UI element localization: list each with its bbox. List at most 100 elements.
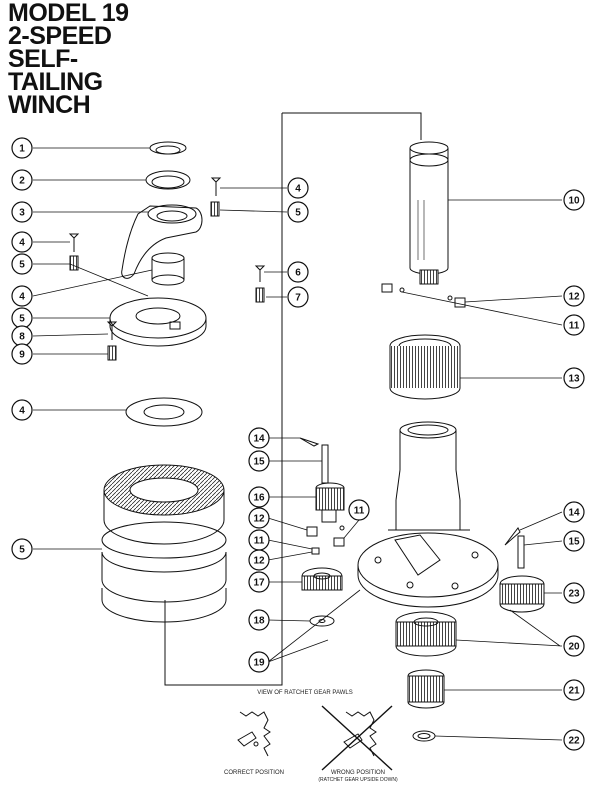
callout-layer: 1234545674589451012111314151611121112171… (11, 137, 585, 751)
callout-number: 17 (253, 578, 265, 589)
callout-number: 7 (295, 293, 301, 304)
callout-circle (563, 679, 585, 701)
callout-number: 9 (19, 350, 25, 361)
part-5-spring-c (255, 287, 265, 303)
callout-number: 4 (19, 238, 25, 249)
part-5-spring-a (210, 201, 220, 217)
part-8-washer (125, 397, 203, 427)
callout-number: 13 (568, 374, 580, 385)
callout-number: 5 (19, 260, 25, 271)
callout-number: 11 (569, 321, 580, 332)
part-14-pin-right (504, 527, 521, 546)
title-line-2: 2-SPEED (8, 22, 112, 50)
part-21-gear (407, 669, 445, 709)
callout-number: 5 (19, 545, 25, 556)
title-line-3: SELF- (8, 45, 78, 73)
callout-number: 12 (568, 292, 580, 303)
callout-5: 5 (11, 538, 33, 560)
callout-18: 18 (248, 609, 270, 631)
part-12-pawl-mid (306, 526, 320, 555)
callout-circle (11, 253, 33, 275)
ratchet-caption-title: VIEW OF RATCHET GEAR PAWLS (257, 690, 353, 696)
callout-number: 6 (295, 268, 301, 279)
callout-circle (287, 201, 309, 223)
callout-number: 4 (19, 406, 25, 417)
callout-5: 5 (287, 201, 309, 223)
part-15-shaft-mid (321, 444, 329, 484)
callout-circle (248, 571, 270, 593)
callout-circle (11, 169, 33, 191)
part-10-main-shaft (409, 141, 449, 285)
callout-4: 4 (287, 177, 309, 199)
part-22-ring (412, 730, 436, 742)
callout-circle (563, 582, 585, 604)
callout-number: 14 (568, 508, 580, 519)
ratchet-view-wrong (321, 705, 393, 771)
callout-circle (248, 507, 270, 529)
callout-14: 14 (563, 501, 585, 523)
callout-circle (11, 201, 33, 223)
part-3-stripper-arm (121, 204, 203, 279)
callout-17: 17 (248, 571, 270, 593)
callout-number: 14 (253, 434, 265, 445)
callout-7: 7 (287, 286, 309, 308)
callout-9: 9 (11, 343, 33, 365)
part-11-pawl-spring-upper (399, 287, 453, 301)
callout-circle (248, 450, 270, 472)
callout-circle (287, 261, 309, 283)
callout-number: 21 (568, 686, 580, 697)
part-5-spring-b (69, 255, 79, 271)
callout-circle (563, 367, 585, 389)
part-18-washer (309, 615, 335, 627)
diagram-title: MODEL 19 2-SPEED SELF- TAILING WINCH (8, 1, 129, 119)
callout-12: 12 (563, 285, 585, 307)
callout-11: 11 (248, 529, 270, 551)
callout-circle (248, 427, 270, 449)
part-7-tailing-plate (109, 297, 207, 347)
callout-22: 22 (563, 729, 585, 751)
callout-number: 11 (254, 536, 265, 547)
callout-circle (348, 499, 370, 521)
callout-circle (287, 286, 309, 308)
ratchet-caption-wrong: WRONG POSITION (331, 770, 385, 776)
part-4-screw-b (68, 233, 80, 252)
callout-circle (563, 189, 585, 211)
callout-number: 1 (19, 144, 25, 155)
part-14-pin-mid (299, 437, 320, 447)
callout-circle (563, 314, 585, 336)
callout-circle (563, 501, 585, 523)
title-line-4: TAILING (8, 68, 103, 96)
part-base-stem (388, 421, 470, 531)
part-4-screw-a (210, 177, 222, 196)
part-4-screw-d (106, 321, 118, 340)
callout-number: 22 (568, 736, 580, 747)
callout-3: 3 (11, 201, 33, 223)
callout-20: 20 (563, 635, 585, 657)
part-1-retaining-ring (149, 141, 187, 155)
title-line-5: WINCH (8, 91, 91, 119)
callout-number: 16 (253, 493, 265, 504)
part-19-base (357, 532, 499, 608)
callout-number: 20 (568, 642, 580, 653)
callout-circle (248, 609, 270, 631)
part-23-gear (499, 575, 545, 613)
callout-1: 1 (11, 137, 33, 159)
callout-number: 2 (19, 176, 25, 187)
callout-number: 8 (19, 332, 25, 343)
callout-11: 11 (348, 499, 370, 521)
callout-14: 14 (248, 427, 270, 449)
ratchet-caption-correct: CORRECT POSITION (224, 770, 284, 776)
callout-circle (11, 538, 33, 560)
callout-4: 4 (11, 399, 33, 421)
ratchet-view-correct (237, 711, 271, 757)
callout-4: 4 (11, 231, 33, 253)
part-12-pawl-upper (381, 283, 466, 308)
part-16-gear-mid (315, 482, 345, 523)
callout-10: 10 (563, 189, 585, 211)
part-11-spring-mid (333, 525, 345, 547)
ratchet-caption-wrong-note: (RATCHET GEAR UPSIDE DOWN) (318, 777, 398, 783)
callout-circle (563, 729, 585, 751)
callout-circle (11, 399, 33, 421)
